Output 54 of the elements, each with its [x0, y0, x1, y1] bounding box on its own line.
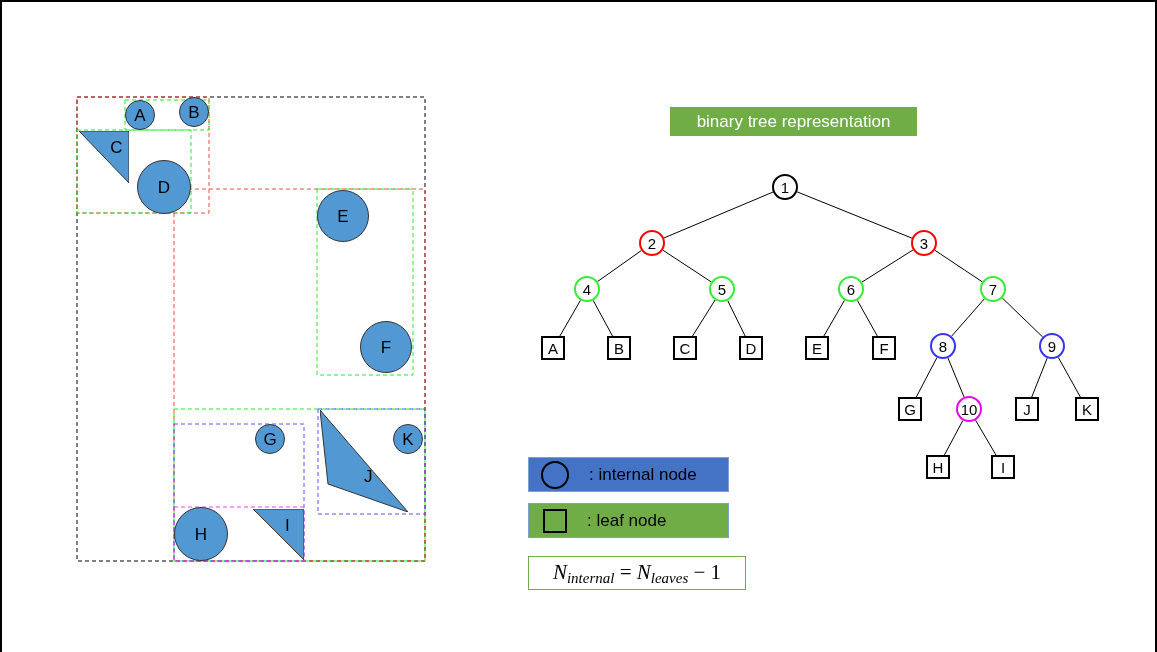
leaf-node-square: [541, 336, 565, 360]
node-label: 5: [717, 281, 727, 297]
node-label: I: [285, 517, 290, 534]
node-label: F: [879, 340, 889, 356]
node-label: 4: [582, 281, 592, 297]
leaf-node-square: [739, 336, 763, 360]
node-label: E: [337, 207, 349, 225]
node-label: 7: [988, 281, 998, 297]
node-label: 6: [846, 281, 856, 297]
title-banner: binary tree representation: [670, 107, 917, 136]
tree-edge: [1001, 297, 1044, 338]
node-label: C: [110, 139, 123, 157]
node-label: H: [194, 525, 208, 543]
triangle-shape: [253, 509, 304, 560]
legend-text: : leaf node: [587, 509, 667, 532]
node-label: B: [188, 103, 200, 121]
tree-edge: [947, 357, 965, 398]
leaf-node-square: [805, 336, 829, 360]
leaf-node-square: [872, 336, 896, 360]
node-label: A: [134, 106, 146, 124]
leaf-node-square: [673, 336, 697, 360]
legend-text: : internal node: [589, 463, 697, 486]
tree-edge: [727, 300, 746, 337]
node-label: K: [1082, 401, 1092, 417]
node-label: 2: [647, 235, 657, 251]
node-label: H: [932, 459, 944, 475]
node-label: 9: [1047, 338, 1057, 354]
node-label: K: [402, 430, 414, 448]
node-label: 1: [780, 179, 790, 195]
node-label: A: [548, 340, 558, 356]
leaf-node-square: [898, 397, 922, 421]
node-label: 8: [938, 338, 948, 354]
leaf-node-square: [991, 455, 1015, 479]
node-label: F: [380, 338, 392, 356]
node-label: 3: [919, 235, 929, 251]
leaf-node-square: [607, 336, 631, 360]
node-label: J: [1023, 401, 1031, 417]
node-label: I: [1000, 459, 1006, 475]
node-label: D: [745, 340, 757, 356]
leaf-node-square: [1075, 397, 1099, 421]
node-label: 10: [960, 401, 978, 417]
tree-edge: [915, 357, 938, 398]
node-label: G: [904, 401, 916, 417]
node-label: G: [263, 430, 277, 448]
node-label: E: [812, 340, 822, 356]
leaf-node-square: [926, 455, 950, 479]
formula: N$_{internal}$ = N$_{leaves}$ − 1: [528, 556, 746, 590]
node-label: C: [679, 340, 691, 356]
node-label: J: [364, 467, 373, 485]
leaf-node-square: [1015, 397, 1039, 421]
triangle-shape: [79, 131, 129, 183]
tree-edge: [1031, 357, 1048, 398]
node-label: B: [614, 340, 624, 356]
node-label: D: [157, 178, 171, 196]
